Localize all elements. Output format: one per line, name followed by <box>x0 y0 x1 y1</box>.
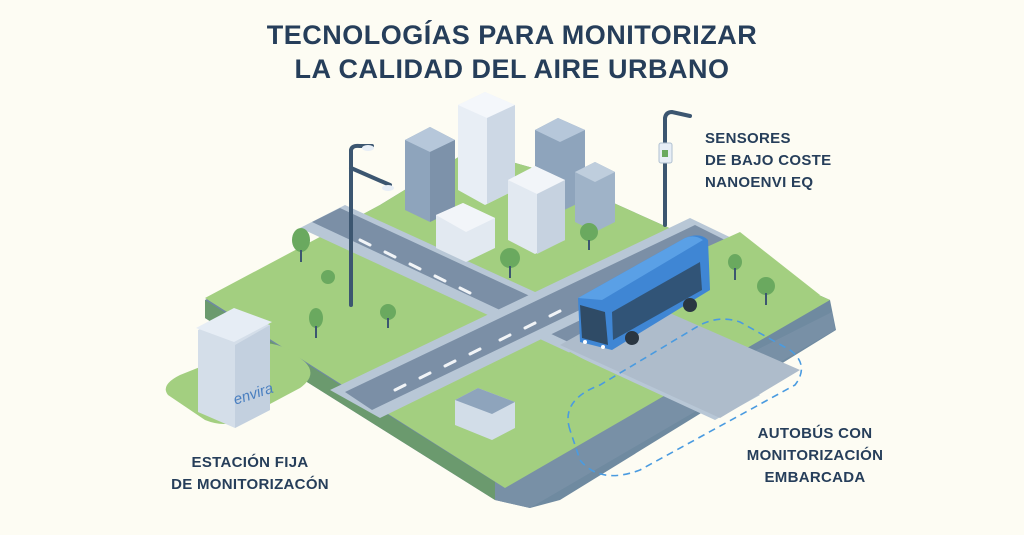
fixed-monitoring-station <box>165 308 311 428</box>
sensors-label-line-1: SENSORES <box>705 130 791 147</box>
bus-route-dashed-outline <box>567 318 803 477</box>
bus-label-line-3: EMBARCADA <box>764 469 866 486</box>
title-line-2: LA CALIDAD DEL AIRE URBANO <box>294 54 730 84</box>
bus-icon <box>578 235 710 350</box>
title-line-1: TECNOLOGÍAS PARA MONITORIZAR <box>266 20 758 50</box>
page-title: TECNOLOGÍAS PARA MONITORIZAR LA CALIDAD … <box>0 18 1024 86</box>
sensors-label: SENSORES DE BAJO COSTE NANOENVI EQ <box>705 128 831 194</box>
bus-label-line-1: AUTOBÚS CON <box>757 425 873 442</box>
bus-label-line-2: MONITORIZACIÓN <box>746 447 884 464</box>
trees <box>292 223 775 338</box>
fixed-station-label: ESTACIÓN FIJA DE MONITORIZACÓN <box>150 452 350 496</box>
fixed-station-label-line-2: DE MONITORIZACÓN <box>171 476 329 493</box>
sensors-label-line-2: DE BAJO COSTE <box>705 152 832 169</box>
sensors-label-line-3: NANOENVI EQ <box>705 174 814 191</box>
buildings <box>405 92 615 440</box>
fixed-station-label-line-1: ESTACIÓN FIJA <box>191 454 309 471</box>
street-lamps <box>349 109 692 307</box>
bus-label: AUTOBÚS CON MONITORIZACIÓN EMBARCADA <box>735 423 895 489</box>
